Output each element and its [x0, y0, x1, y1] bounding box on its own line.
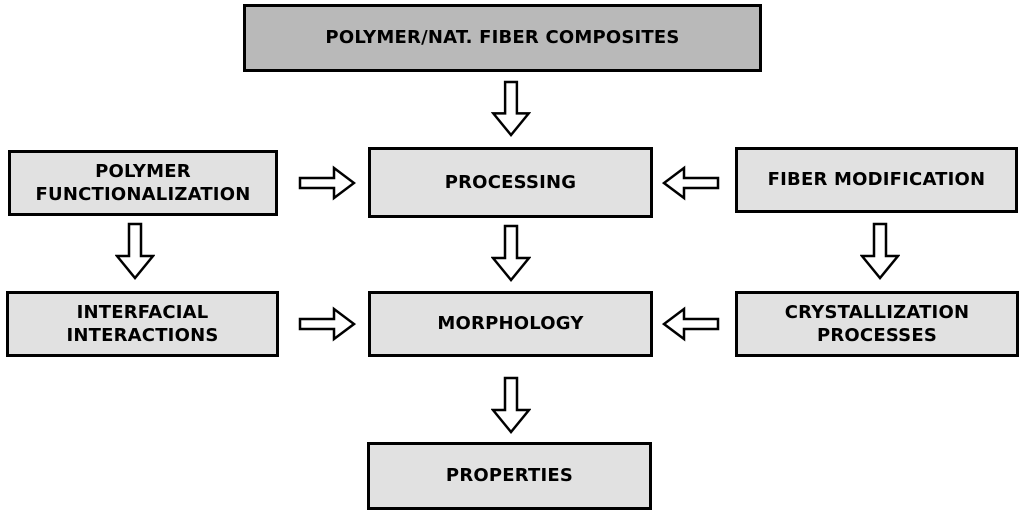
node-composites-label: POLYMER/NAT. FIBER COMPOSITES: [325, 27, 680, 49]
arrow-left-fiber-modification-to-processing-icon: [662, 165, 720, 201]
node-fiber-modification: FIBER MODIFICATION: [735, 147, 1018, 213]
arrow-right-polymer-functionalization-to-processing-icon: [298, 165, 356, 201]
node-interfacial-interactions-label: INTERFACIAL INTERACTIONS: [66, 301, 219, 346]
node-properties-label: PROPERTIES: [445, 465, 574, 487]
node-processing-label: PROCESSING: [444, 171, 577, 193]
node-morphology: MORPHOLOGY: [368, 291, 653, 357]
node-processing: PROCESSING: [368, 147, 653, 218]
arrow-left-crystallization-processes-to-morphology-icon: [662, 306, 720, 342]
node-properties: PROPERTIES: [367, 442, 652, 510]
node-polymer-functionalization: POLYMER FUNCTIONALIZATION: [8, 150, 278, 216]
arrow-down-morphology-to-properties-icon: [491, 376, 531, 434]
node-polymer-functionalization-label: POLYMER FUNCTIONALIZATION: [35, 160, 251, 205]
node-crystallization-processes: CRYSTALLIZATION PROCESSES: [735, 291, 1019, 357]
node-fiber-modification-label: FIBER MODIFICATION: [767, 169, 986, 191]
node-interfacial-interactions: INTERFACIAL INTERACTIONS: [6, 291, 279, 357]
arrow-down-polymer-functionalization-to-interfacial-interactions-icon: [115, 222, 155, 280]
arrow-down-composites-to-processing-icon: [491, 80, 531, 137]
arrow-right-interfacial-interactions-to-morphology-icon: [298, 306, 356, 342]
arrow-down-processing-to-morphology-icon: [491, 224, 531, 282]
node-composites: POLYMER/NAT. FIBER COMPOSITES: [243, 4, 762, 72]
node-morphology-label: MORPHOLOGY: [437, 313, 584, 335]
node-crystallization-processes-label: CRYSTALLIZATION PROCESSES: [784, 301, 970, 346]
arrow-down-fiber-modification-to-crystallization-processes-icon: [860, 222, 900, 280]
